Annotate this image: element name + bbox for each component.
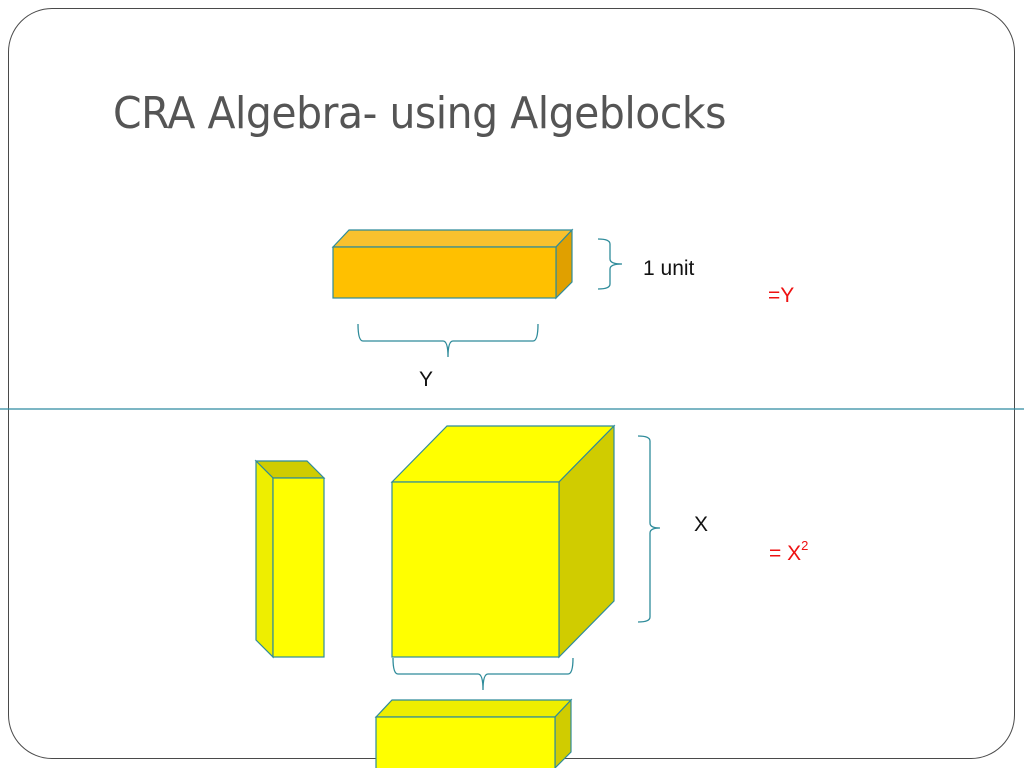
y-equation: =Y — [768, 284, 795, 307]
y-length-brace — [357, 323, 539, 358]
x-block-horizontal-top-face — [374, 699, 573, 718]
y-block-front-face — [332, 246, 557, 299]
y-length-label: Y — [419, 368, 434, 391]
x-block-vertical-side-face — [255, 459, 274, 659]
unit-height-brace — [597, 238, 623, 290]
x-side-label: X — [694, 513, 709, 536]
y-block — [331, 228, 574, 300]
x-squared-exponent: 2 — [801, 538, 809, 553]
x-squared-equation-base: = X — [769, 542, 802, 565]
y-block-top-face — [331, 229, 574, 248]
x-squared-block — [390, 424, 616, 659]
x-bottom-brace — [392, 657, 574, 691]
slide-title: CRA Algebra- using Algeblocks — [113, 88, 726, 139]
x-squared-equation: = X2 — [769, 538, 809, 566]
x-block-vertical — [254, 459, 326, 659]
x-block-vertical-front-face — [272, 477, 325, 658]
x-block-horizontal-front-face — [375, 716, 556, 768]
x-side-brace — [637, 435, 661, 623]
x-block-horizontal — [374, 698, 573, 768]
x-squared-front-face — [391, 481, 560, 658]
unit-label: 1 unit — [643, 257, 695, 280]
